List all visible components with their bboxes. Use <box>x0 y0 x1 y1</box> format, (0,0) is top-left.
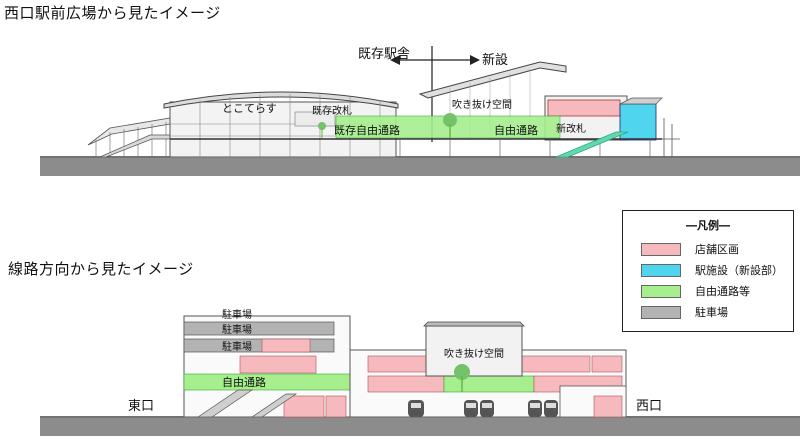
lower-escalator <box>196 389 254 418</box>
concourse-shop-left-top <box>367 355 429 373</box>
left-canopy <box>87 117 171 146</box>
legend-swatch-shop <box>641 242 681 256</box>
label-existing-station: 既存駅舎 <box>358 47 410 62</box>
train-icon-1 <box>408 400 424 417</box>
label-parking-3: 駐車場 <box>222 340 252 353</box>
atrium-roof <box>423 321 525 327</box>
label-atrium-lower: 吹き抜け空間 <box>444 347 504 360</box>
new-shop-block <box>547 99 621 117</box>
label-atrium-upper: 吹き抜け空間 <box>452 98 512 111</box>
legend-title: ―凡例― <box>686 219 730 232</box>
legend-row-passage: 自由通路等 <box>641 283 750 299</box>
divider-arrow-head <box>470 55 480 65</box>
label-east-exit: 東口 <box>128 398 154 414</box>
legend-row-parking: 駐車場 <box>641 304 728 320</box>
lower-ground <box>40 418 800 436</box>
lower-escalator-2 <box>250 393 298 418</box>
parking-level-1 <box>183 321 335 336</box>
parking-shop-1 <box>261 338 311 353</box>
label-existing-free-passage: 既存自由通路 <box>334 123 400 137</box>
parking-shop-3 <box>283 395 325 418</box>
legend-row-station: 駅施設（新設部） <box>641 262 783 278</box>
upper-elevation: 既存駅舎 新設 とこてらす 既存改札 既存自由通路 吹き抜け空間 自由通路 新改… <box>40 46 800 176</box>
label-west-exit: 西口 <box>636 399 662 414</box>
legend-label-shop: 店舗区画 <box>695 243 739 256</box>
legend-label-passage: 自由通路等 <box>695 285 750 298</box>
upper-title: 西口駅前広場から見たイメージ <box>4 4 221 22</box>
lower-title: 線路方向から見たイメージ <box>8 260 194 278</box>
train-icon-3 <box>528 400 558 417</box>
legend-row-shop: 店舗区画 <box>641 241 739 257</box>
concourse-shop-left <box>367 375 445 393</box>
tree-icon <box>443 113 457 138</box>
parking-shop-4 <box>325 395 347 418</box>
legend-label-parking: 駐車場 <box>695 306 728 319</box>
label-parking-1: 駐車場 <box>222 308 252 321</box>
label-existing-gate: 既存改札 <box>312 104 352 117</box>
legend-label-station: 駅施設（新設部） <box>695 264 783 277</box>
parking-shop-2 <box>239 355 317 374</box>
left-arrow-head <box>390 55 400 65</box>
new-roof <box>418 61 567 99</box>
new-escalator <box>555 131 629 158</box>
parking-level-2 <box>183 338 335 353</box>
atrium-tower <box>425 325 523 377</box>
legend-box: ―凡例― 店舗区画 駅施設（新設部） 自由通路等 駐車場 <box>622 210 794 332</box>
concourse-shop-right-top <box>519 355 591 373</box>
new-station-cap <box>619 97 663 105</box>
legend-swatch-station <box>641 263 681 277</box>
train-icon-2 <box>464 400 494 417</box>
label-new: 新設 <box>482 52 508 68</box>
left-stairs <box>99 134 171 158</box>
label-tokoterasu: とこてらす <box>222 102 277 115</box>
lower-elevation: 駐車場 駐車場 駐車場 自由通路 吹き抜け空間 東口 西口 <box>40 308 800 436</box>
legend-swatch-parking <box>641 305 681 319</box>
label-free-passage-upper: 自由通路 <box>494 123 538 137</box>
legend-swatch-passage <box>641 284 681 298</box>
label-new-gate: 新改札 <box>556 122 586 135</box>
upper-ground <box>40 158 800 176</box>
label-parking-2: 駐車場 <box>222 323 252 336</box>
existing-dome-roof <box>163 91 399 109</box>
tree-icon-small <box>318 122 326 138</box>
existing-gate-area <box>294 111 336 127</box>
new-station-block <box>619 103 657 141</box>
concourse-shop-far-right <box>591 355 623 373</box>
lower-free-passage <box>183 373 369 391</box>
west-shop <box>593 395 623 418</box>
atrium-tree-icon <box>454 364 470 392</box>
label-free-passage-lower: 自由通路 <box>222 375 266 389</box>
